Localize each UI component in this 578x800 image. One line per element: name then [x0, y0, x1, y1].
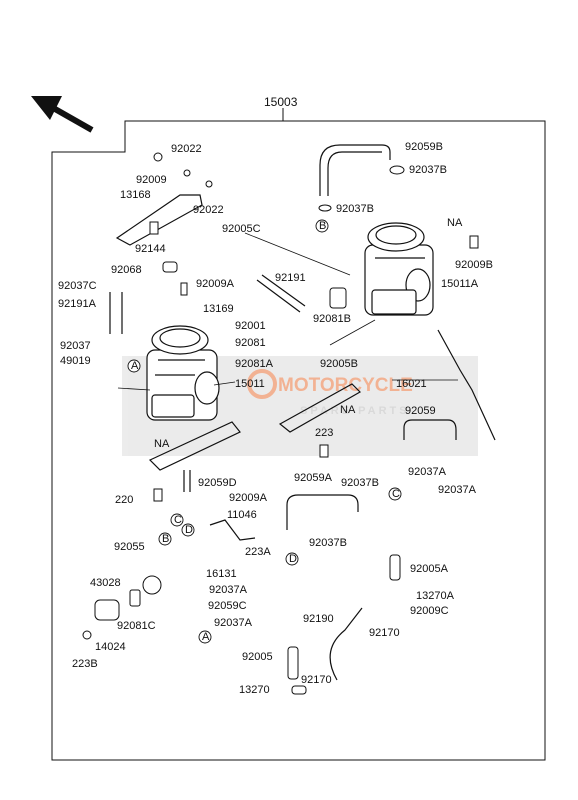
- part-label-92009a-mid[interactable]: 92009A: [229, 492, 268, 504]
- part-label-49019[interactable]: 49019: [60, 355, 91, 367]
- part-label-92037b-top[interactable]: 92037B: [409, 164, 447, 176]
- part-label-16021[interactable]: 16021: [396, 378, 427, 390]
- assembly-number: 15003: [264, 95, 298, 109]
- part-label-92068[interactable]: 92068: [111, 264, 142, 276]
- part-label-92009a-top[interactable]: 92009A: [196, 278, 235, 290]
- reference-markers: [127, 219, 402, 644]
- part-label-92009b[interactable]: 92009B: [455, 259, 493, 271]
- part-label-92059d[interactable]: 92059D: [198, 477, 237, 489]
- leader-lines: [117, 232, 458, 391]
- part-label-223[interactable]: 223: [315, 427, 333, 439]
- part-label-92037a-r1[interactable]: 92037A: [408, 466, 447, 478]
- ref-marker-c-lower: C: [174, 514, 182, 526]
- part-label-16131[interactable]: 16131: [206, 568, 237, 580]
- part-label-92059c[interactable]: 92059C: [208, 600, 247, 612]
- part-label-92144[interactable]: 92144: [135, 243, 166, 255]
- na-marker-1: NA: [447, 217, 463, 229]
- part-label-92005b[interactable]: 92005B: [320, 358, 358, 370]
- front-direction-arrow-icon: [31, 96, 94, 133]
- part-label-92037a-l2[interactable]: 92037A: [214, 617, 253, 629]
- part-label-92005a[interactable]: 92005A: [410, 563, 449, 575]
- ref-marker-d-lower: D: [185, 524, 193, 536]
- hoses-and-brackets: [109, 144, 496, 681]
- part-label-92037[interactable]: 92037: [60, 340, 91, 352]
- part-label-13169[interactable]: 13169: [203, 303, 234, 315]
- ref-marker-a-lower: A: [202, 631, 210, 643]
- part-label-92081c[interactable]: 92081C: [117, 620, 156, 632]
- part-label-43028[interactable]: 43028: [90, 577, 121, 589]
- watermark-subtitle: SPARE PARTS: [300, 405, 410, 417]
- part-label-92037a-l1[interactable]: 92037A: [209, 584, 248, 596]
- part-label-92037b-low[interactable]: 92037B: [341, 477, 379, 489]
- part-label-92170-right[interactable]: 92170: [369, 627, 400, 639]
- watermark-title: MOTORCYCLE: [278, 375, 413, 396]
- part-label-220[interactable]: 220: [115, 494, 133, 506]
- part-label-92081b[interactable]: 92081B: [313, 313, 351, 325]
- part-label-92170-lower[interactable]: 92170: [301, 674, 332, 686]
- carburetor-right-illustration: [364, 222, 434, 316]
- part-label-92037c[interactable]: 92037C: [58, 280, 97, 292]
- small-fittings: [82, 152, 479, 695]
- part-label-92059[interactable]: 92059: [405, 405, 436, 417]
- part-label-92022-lower[interactable]: 92022: [193, 204, 224, 216]
- ref-marker-b-lower: B: [162, 533, 169, 545]
- part-callouts: 92022 92009 13168 92022 92144 92005C 920…: [58, 141, 493, 696]
- part-label-15011[interactable]: 15011: [235, 378, 265, 390]
- part-label-92001[interactable]: 92001: [235, 320, 266, 332]
- na-markers: NA NA NA: [154, 217, 463, 450]
- part-label-92037b-mid[interactable]: 92037B: [336, 203, 374, 215]
- part-label-92005c[interactable]: 92005C: [222, 223, 261, 235]
- ref-marker-b: B: [319, 220, 326, 232]
- part-label-13168[interactable]: 13168: [120, 189, 151, 201]
- reference-marker-letters: B A C D B C D A: [131, 220, 400, 643]
- part-label-92191[interactable]: 92191: [275, 272, 306, 284]
- part-label-92009[interactable]: 92009: [136, 174, 167, 186]
- assembly-frame: [51, 120, 546, 761]
- part-label-92059b[interactable]: 92059B: [405, 141, 443, 153]
- part-label-92190[interactable]: 92190: [303, 613, 334, 625]
- ref-marker-d: D: [289, 553, 297, 565]
- na-marker-2: NA: [154, 438, 170, 450]
- ref-marker-a: A: [131, 360, 139, 372]
- ref-marker-c: C: [392, 488, 400, 500]
- part-label-92037b-d[interactable]: 92037B: [309, 537, 347, 549]
- part-label-92191a[interactable]: 92191A: [58, 298, 97, 310]
- part-label-15011a[interactable]: 15011A: [441, 278, 479, 290]
- part-label-223a[interactable]: 223A: [245, 546, 271, 558]
- part-label-92005[interactable]: 92005: [242, 651, 273, 663]
- part-label-223b[interactable]: 223B: [72, 658, 98, 670]
- part-label-92081a[interactable]: 92081A: [235, 358, 274, 370]
- na-marker-3: NA: [340, 404, 356, 416]
- part-label-14024[interactable]: 14024: [95, 641, 126, 653]
- carburetor-left-illustration: [146, 325, 220, 421]
- part-label-13270[interactable]: 13270: [239, 684, 270, 696]
- part-label-11046[interactable]: 11046: [227, 509, 257, 521]
- part-label-92055[interactable]: 92055: [114, 541, 145, 553]
- part-label-92059a[interactable]: 92059A: [294, 472, 333, 484]
- part-label-92022[interactable]: 92022: [171, 143, 202, 155]
- part-label-92037a-r2[interactable]: 92037A: [438, 484, 477, 496]
- part-label-13270a[interactable]: 13270A: [416, 590, 455, 602]
- part-label-92081[interactable]: 92081: [235, 337, 266, 349]
- part-label-92009c[interactable]: 92009C: [410, 605, 449, 617]
